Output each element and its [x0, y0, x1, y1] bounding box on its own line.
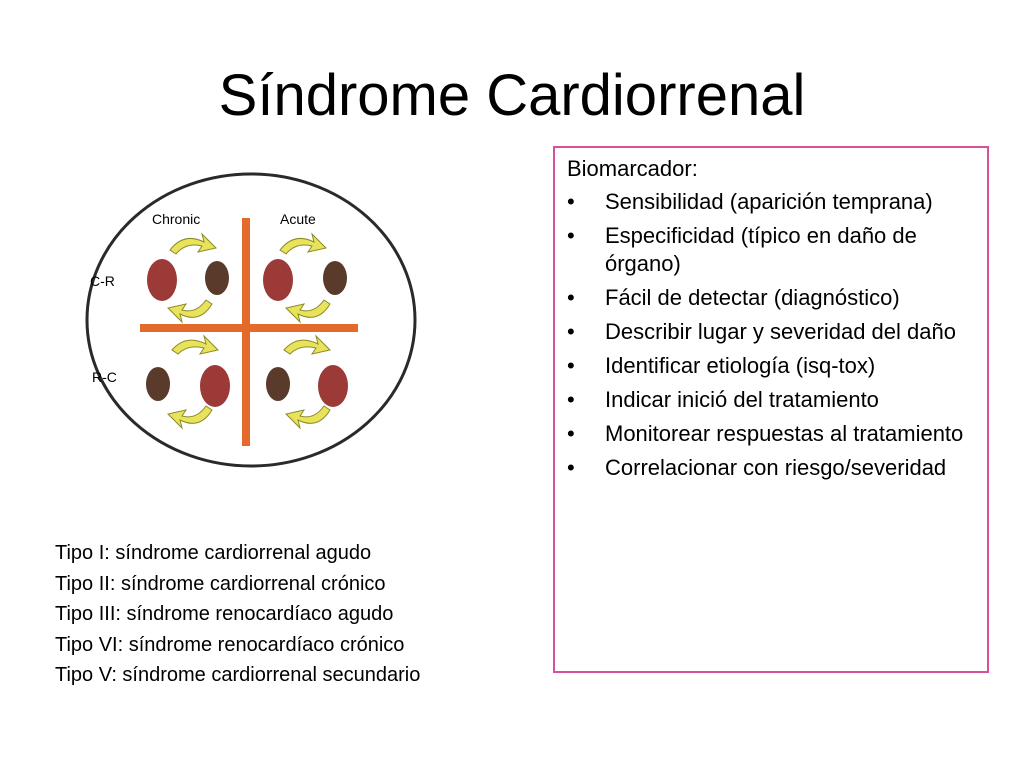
biomarker-item: • Monitorear respuestas al tratamiento: [567, 420, 977, 448]
arrow-icon: [283, 334, 331, 355]
quadrant-chronic-rc: [146, 334, 230, 430]
type-item: Tipo II: síndrome cardiorrenal crónico: [55, 572, 386, 595]
bullet-icon: •: [567, 421, 575, 446]
bullet-icon: •: [567, 319, 575, 344]
quadrant-chronic-cr: [147, 232, 229, 324]
biomarker-item: • Indicar inició del tratamiento: [567, 386, 977, 414]
biomarker-item: • Fácil de detectar (diagnóstico): [567, 284, 977, 312]
horizontal-axis: [140, 324, 358, 332]
biomarker-heading: Biomarcador:: [567, 156, 698, 181]
biomarker-item-text: Monitorear respuestas al tratamiento: [605, 421, 964, 446]
arrow-icon: [285, 299, 331, 324]
bullet-icon: •: [567, 387, 575, 412]
biomarker-item-text: Indicar inició del tratamiento: [605, 387, 879, 412]
label-cr: C-R: [90, 273, 115, 289]
cardiorenal-diagram: Chronic Acute C-R R-C: [85, 172, 417, 468]
syndrome-types-list: Tipo I: síndrome cardiorrenal agudo Tipo…: [55, 538, 420, 691]
heart-icon: [263, 259, 293, 301]
arrow-icon: [167, 299, 213, 324]
biomarker-item-text: Describir lugar y severidad del daño: [605, 319, 956, 344]
label-chronic: Chronic: [152, 211, 200, 227]
bullet-icon: •: [567, 353, 575, 378]
bullet-icon: •: [567, 223, 575, 248]
biomarker-item-text: Identificar etiología (isq-tox): [605, 353, 876, 378]
bullet-icon: •: [567, 285, 575, 310]
biomarker-box: Biomarcador: • Sensibilidad (aparición te…: [553, 146, 989, 673]
label-acute: Acute: [280, 211, 316, 227]
label-rc: R-C: [92, 369, 117, 385]
quadrant-acute-rc: [266, 334, 348, 430]
biomarker-item: • Correlacionar con riesgo/severidad: [567, 454, 977, 482]
kidney-icon: [205, 261, 229, 295]
type-item: Tipo I: síndrome cardiorrenal agudo: [55, 542, 372, 564]
type-item: Tipo VI: síndrome renocardíaco crónico: [55, 633, 405, 656]
kidney-icon: [146, 367, 170, 401]
biomarker-item-text: Correlacionar con riesgo/severidad: [605, 455, 947, 480]
biomarker-item-text: Especificidad (típico en daño de órgano): [605, 223, 917, 276]
bullet-icon: •: [567, 189, 575, 214]
kidney-icon: [266, 367, 290, 401]
diagram-ellipse: [85, 172, 417, 468]
slide-title: Síndrome Cardiorrenal: [218, 63, 806, 128]
arrow-icon: [167, 405, 213, 430]
biomarker-list: • Sensibilidad (aparición temprana) • Espe…: [567, 188, 977, 482]
heart-icon: [318, 365, 348, 407]
arrow-icon: [171, 334, 219, 355]
bullet-icon: •: [567, 455, 575, 480]
biomarker-item-text: Sensibilidad (aparición temprana): [605, 189, 933, 214]
biomarker-item: • Especificidad (típico en daño de órgano…: [567, 222, 977, 278]
biomarker-item-text: Fácil de detectar (diagnóstico): [605, 285, 900, 310]
biomarker-item: • Identificar etiología (isq-tox): [567, 352, 977, 380]
kidney-icon: [323, 261, 347, 295]
arrow-icon: [285, 405, 331, 430]
biomarker-item: • Describir lugar y severidad del daño: [567, 318, 977, 346]
type-item: Tipo V: síndrome cardiorrenal secundario: [55, 664, 421, 686]
arrow-icon: [169, 232, 217, 255]
heart-icon: [147, 259, 177, 301]
quadrant-acute-cr: [263, 232, 347, 324]
biomarker-item: • Sensibilidad (aparición temprana): [567, 188, 977, 216]
heart-icon: [200, 365, 230, 407]
arrow-icon: [279, 232, 327, 255]
type-item: Tipo III: síndrome renocardíaco agudo: [55, 603, 394, 625]
